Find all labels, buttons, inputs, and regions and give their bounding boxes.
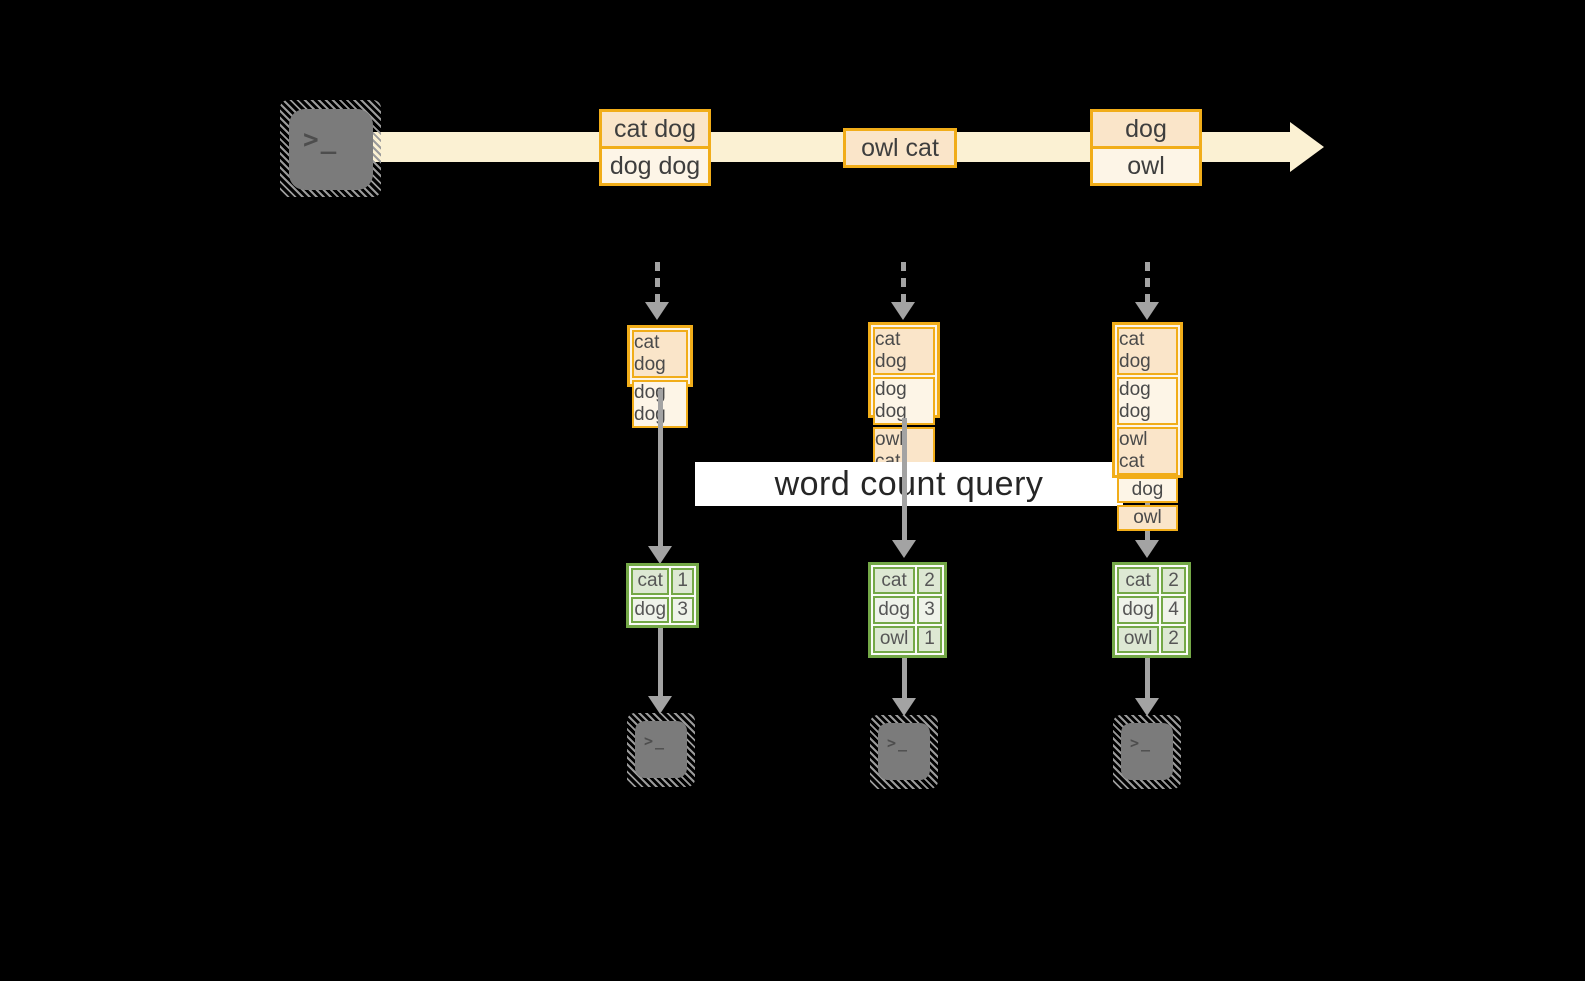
buffer-stack-3: cat dog dog dog owl cat dog owl [1112,322,1183,531]
output-arrow [658,628,663,696]
query-label: word count query [774,465,1044,503]
checkpoint-dashed-arrow [655,262,660,304]
arrowhead-down-icon [891,302,915,320]
count-word-cell: owl [1117,625,1160,653]
count-word-cell: owl [873,625,916,653]
count-word-cell: dog [873,596,916,624]
count-table-1: cat 1 dog 3 [626,563,699,628]
arrowhead-down-icon [1135,698,1159,716]
count-value-cell: 2 [1161,625,1186,653]
arrowhead-down-icon [648,696,672,714]
query-banner: word count query [695,462,1123,506]
output-arrow [902,658,907,698]
event-box: owl [1090,146,1202,186]
processing-arrow [658,389,663,546]
processing-arrow [902,418,907,540]
buffer-row: owl cat [1117,427,1178,475]
stream-timeline-arrowhead-icon [1290,122,1324,172]
terminal-icon: >_ [289,109,373,190]
count-word-cell: cat [631,568,670,595]
buffer-row: owl [1117,505,1178,531]
event-group-2: owl cat [843,128,957,168]
event-label: cat dog [613,114,696,143]
event-label: owl [1127,151,1165,180]
event-group-3: dog owl [1090,109,1202,186]
count-value-cell: 1 [671,568,694,595]
terminal-prompt-glyph: >_ [1130,734,1153,752]
count-word-cell: dog [631,596,670,623]
event-box: dog dog [599,146,711,186]
terminal-icon: >_ [878,723,930,780]
event-label: owl cat [861,133,939,162]
buffer-row: dog dog [1117,377,1178,425]
buffer-row: cat dog [1117,327,1178,375]
event-group-1: cat dog dog dog [599,109,711,186]
terminal-prompt-glyph: >_ [887,734,910,752]
count-table-3: cat 2 dog 4 owl 2 [1112,562,1191,658]
output-arrow [1145,658,1150,698]
buffer-stack-2: cat dog dog dog owl cat [868,322,940,475]
event-label: dog dog [609,151,701,180]
event-box: cat dog [599,109,711,149]
terminal-icon: >_ [635,721,687,778]
count-value-cell: 2 [1161,567,1186,595]
terminal-icon: >_ [1121,723,1173,780]
count-table-2: cat 2 dog 3 owl 1 [868,562,947,658]
checkpoint-dashed-arrow [1145,262,1150,304]
event-box: dog [1090,109,1202,149]
count-value-cell: 3 [917,596,942,624]
arrowhead-down-icon [1135,302,1159,320]
arrowhead-down-icon [648,546,672,564]
buffer-row: cat dog [873,327,935,375]
terminal-prompt-glyph: >_ [644,732,667,750]
event-label: dog [1125,114,1167,143]
buffer-row: dog [1117,477,1178,503]
count-word-cell: cat [1117,567,1160,595]
count-value-cell: 2 [917,567,942,595]
checkpoint-dashed-arrow [901,262,906,304]
arrowhead-down-icon [892,540,916,558]
count-value-cell: 1 [917,625,942,653]
arrowhead-down-icon [1135,540,1159,558]
buffer-row: dog dog [632,380,688,428]
terminal-prompt-glyph: >_ [303,125,339,155]
count-value-cell: 3 [671,596,694,623]
count-word-cell: cat [873,567,916,595]
count-word-cell: dog [1117,596,1160,624]
buffer-stack-1: cat dog dog dog [627,325,693,428]
event-box: owl cat [843,128,957,168]
count-value-cell: 4 [1161,596,1186,624]
arrowhead-down-icon [645,302,669,320]
buffer-row: cat dog [632,330,688,378]
arrowhead-down-icon [892,698,916,716]
